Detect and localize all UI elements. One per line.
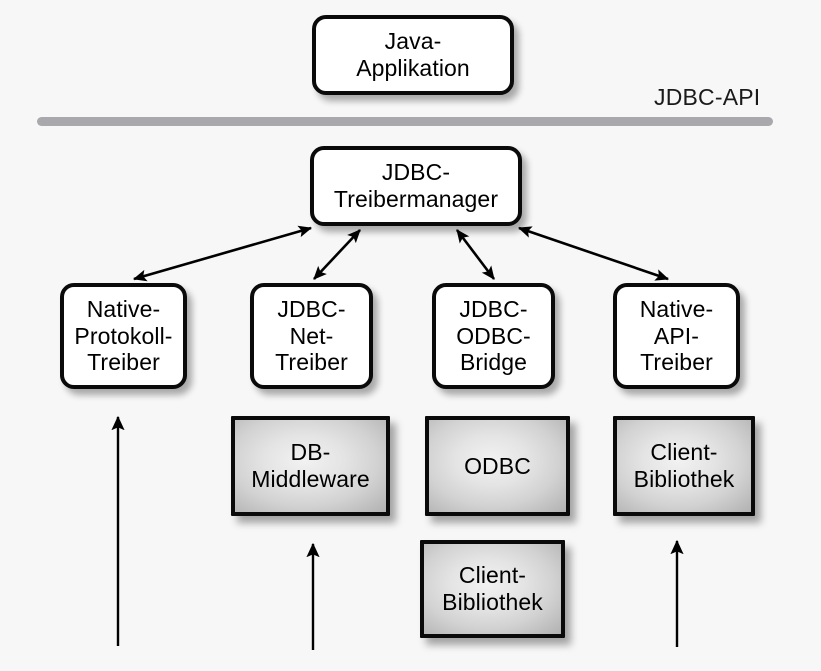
node-native-protokoll-treiber[interactable]: Native- Protokoll- Treiber xyxy=(60,283,187,389)
node-label: Native- Protokoll- Treiber xyxy=(74,295,173,376)
node-label: Java- Applikation xyxy=(356,28,470,81)
node-label: Client- Bibliothek xyxy=(442,562,543,615)
jdbc-api-label: JDBC-API xyxy=(654,84,761,110)
node-label: Native- API- Treiber xyxy=(639,295,714,376)
connector-manager-jdbc-net xyxy=(313,229,361,280)
node-label: JDBC- Net- Treiber xyxy=(275,295,348,376)
node-label: Client- Bibliothek xyxy=(633,439,735,492)
node-odbc[interactable]: ODBC xyxy=(425,416,570,516)
node-label: JDBC- Treibermanager xyxy=(333,159,499,212)
node-label: ODBC xyxy=(464,452,531,479)
connector-manager-native-protokoll xyxy=(132,225,313,282)
node-java-applikation[interactable]: Java- Applikation xyxy=(312,15,514,95)
node-client-bibliothek-right[interactable]: Client- Bibliothek xyxy=(613,416,755,516)
node-jdbc-treibermanager[interactable]: JDBC- Treibermanager xyxy=(310,146,522,226)
node-client-bibliothek-middle[interactable]: Client- Bibliothek xyxy=(420,540,565,638)
jdbc-api-divider-line xyxy=(37,117,773,126)
connector-manager-native-api xyxy=(517,226,670,281)
node-label: DB- Middleware xyxy=(251,439,370,492)
node-label: JDBC- ODBC- Bridge xyxy=(456,295,531,376)
node-db-middleware[interactable]: DB- Middleware xyxy=(231,416,390,516)
node-jdbc-odbc-bridge[interactable]: JDBC- ODBC- Bridge xyxy=(432,283,555,389)
node-native-api-treiber[interactable]: Native- API- Treiber xyxy=(613,283,740,389)
node-jdbc-net-treiber[interactable]: JDBC- Net- Treiber xyxy=(250,283,373,389)
connector-manager-jdbc-odbc xyxy=(455,229,496,280)
